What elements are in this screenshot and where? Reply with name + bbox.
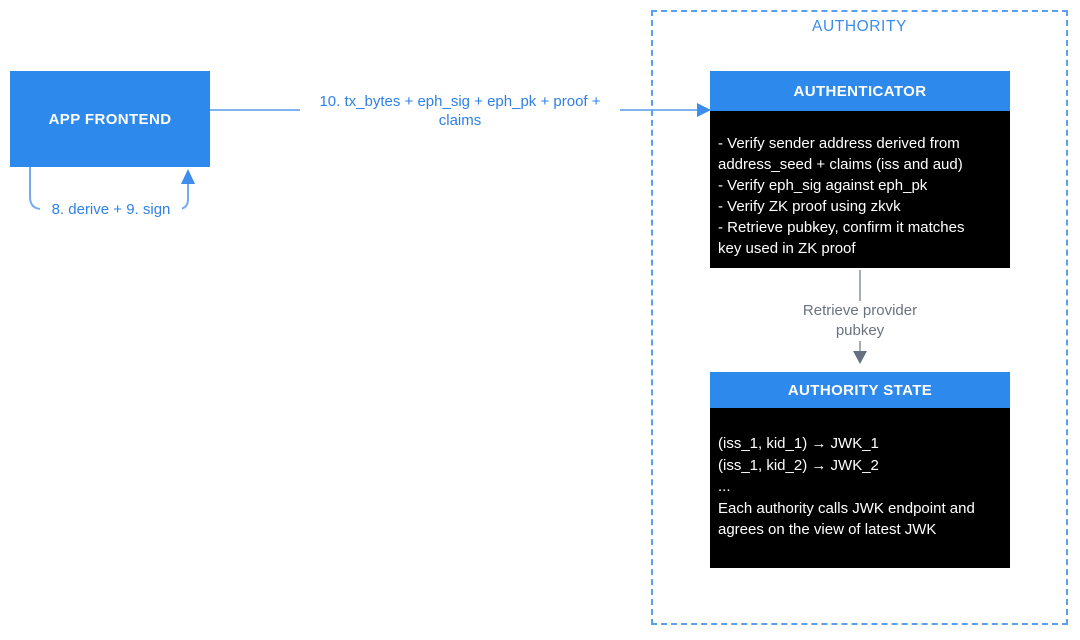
authority-state-header: AUTHORITY STATE [710, 372, 1010, 408]
authority-group: AUTHORITY [651, 10, 1068, 625]
authority-group-title: AUTHORITY [812, 18, 907, 35]
authenticator-title: AUTHENTICATOR [793, 82, 927, 100]
app-frontend-label: APP FRONTEND [48, 110, 172, 128]
authority-state-body: (iss_1, kid_1) → JWK_1 (iss_1, kid_2) → … [710, 408, 1010, 568]
main-arrow-label: 10. tx_bytes + eph_sig + eph_pk + proof … [300, 92, 620, 130]
authenticator-body: - Verify sender address derived from add… [710, 111, 1010, 268]
authority-state-title: AUTHORITY STATE [787, 381, 933, 399]
retrieve-arrow-label: Retrieve provider pubkey [770, 301, 950, 341]
sign-loop-arrowhead-icon [181, 169, 195, 184]
app-frontend-node: APP FRONTEND [10, 71, 210, 167]
sign-loop-label: 8. derive + 9. sign [40, 199, 182, 221]
authenticator-header: AUTHENTICATOR [710, 71, 1010, 111]
